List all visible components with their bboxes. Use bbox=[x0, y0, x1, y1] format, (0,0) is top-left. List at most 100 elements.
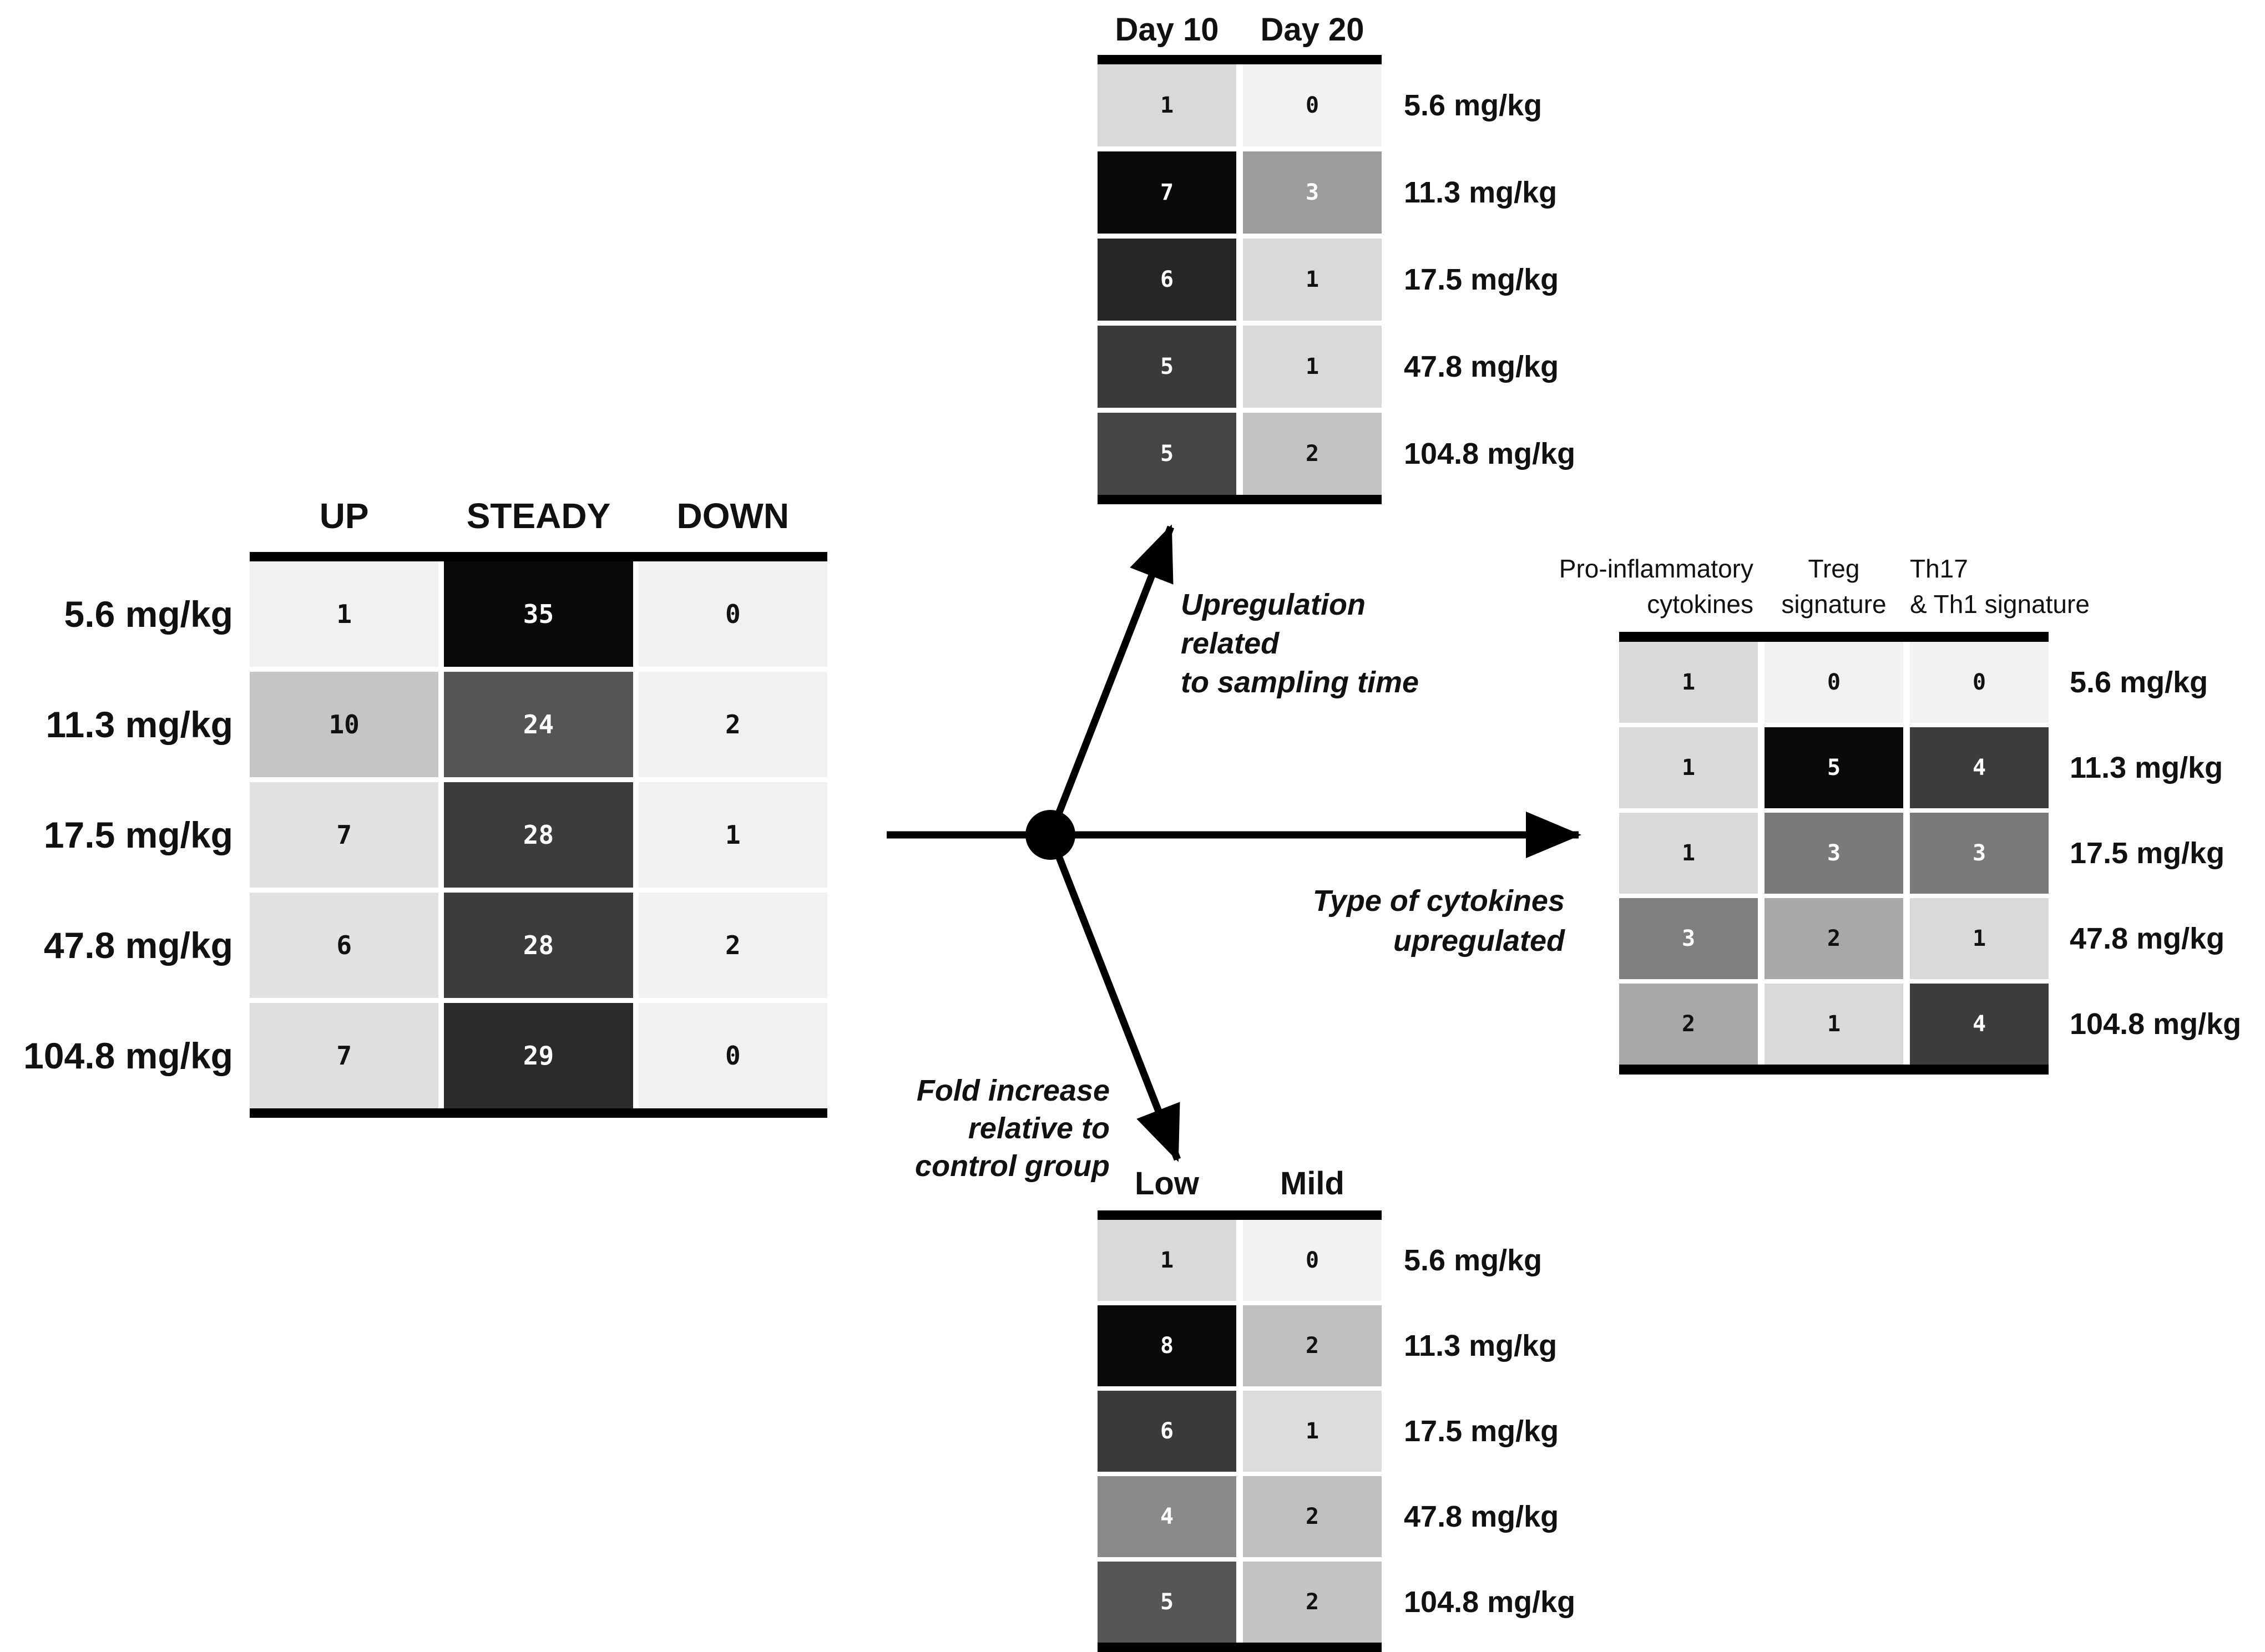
heatmap-cell-expression-regulation-r0c2: 0 bbox=[638, 561, 827, 667]
dose-label: 11.3 mg/kg bbox=[1404, 1329, 1558, 1362]
dose-label: 5.6 mg/kg bbox=[1404, 89, 1543, 122]
up-arrow bbox=[1046, 524, 1175, 837]
dose-label: 104.8 mg/kg bbox=[1404, 1585, 1576, 1619]
heatmap-cell-type-of-cytokines-upregulated-r2c1: 3 bbox=[1765, 813, 1903, 894]
dose-label: 5.6 mg/kg bbox=[64, 594, 233, 635]
dose-label: 17.5 mg/kg bbox=[2070, 837, 2225, 870]
heatmap-cell-upregulation-by-sampling-time-r2c1: 1 bbox=[1243, 239, 1382, 321]
heatmap-cell-expression-regulation-r3c2: 2 bbox=[638, 893, 827, 998]
column-header: Day 10 bbox=[1115, 12, 1219, 48]
heatmap-cell-type-of-cytokines-upregulated-r3c2: 1 bbox=[1910, 898, 2049, 979]
heatmap-cell-fold-increase-vs-control-r1c1: 2 bbox=[1243, 1305, 1382, 1386]
dose-label: 104.8 mg/kg bbox=[1404, 437, 1576, 470]
upregulation-annotation: Upregulation related to sampling time bbox=[1181, 588, 1419, 699]
left-table-column-headers: UP STEADY DOWN bbox=[250, 495, 827, 536]
heatmap-cell-expression-regulation-r4c0: 7 bbox=[250, 1003, 439, 1108]
heatmap-cell-expression-regulation-r0c0: 1 bbox=[250, 561, 439, 667]
heatmap-cell-upregulation-by-sampling-time-r1c1: 3 bbox=[1243, 151, 1382, 234]
heatmap-cell-expression-regulation-r0c1: 35 bbox=[444, 561, 633, 667]
heatmap-cell-expression-regulation-r3c1: 28 bbox=[444, 893, 633, 998]
right-table-header-th17-th1: Th17 & Th1 signature bbox=[1910, 554, 2090, 619]
table-rule-top bbox=[1098, 55, 1382, 64]
heatmap-cell-fold-increase-vs-control-r0c0: 1 bbox=[1098, 1220, 1236, 1301]
dose-label: 11.3 mg/kg bbox=[45, 704, 233, 745]
hub-dot bbox=[1025, 810, 1075, 860]
heatmap-cell-upregulation-by-sampling-time-r1c0: 7 bbox=[1098, 151, 1236, 234]
heatmap-cell-expression-regulation-r2c0: 7 bbox=[250, 782, 439, 888]
dose-label: 104.8 mg/kg bbox=[2070, 1007, 2242, 1041]
column-header: Mild bbox=[1280, 1165, 1344, 1202]
column-header: Low bbox=[1135, 1165, 1199, 1202]
heatmap-cell-type-of-cytokines-upregulated-r3c1: 2 bbox=[1765, 898, 1903, 979]
dose-label: 17.5 mg/kg bbox=[1404, 1415, 1559, 1448]
top-table-dose-labels: 5.6 mg/kg 11.3 mg/kg 17.5 mg/kg 47.8 mg/kg 1… bbox=[1404, 64, 1715, 495]
table-rule-bottom bbox=[1098, 495, 1382, 504]
heatmap-cell-type-of-cytokines-upregulated-r2c2: 3 bbox=[1910, 813, 2049, 894]
dose-label: 47.8 mg/kg bbox=[43, 925, 233, 966]
heatmap-cell-type-of-cytokines-upregulated-r1c1: 5 bbox=[1765, 727, 1903, 808]
left-table-dose-labels: 5.6 mg/kg 11.3 mg/kg 17.5 mg/kg 47.8 mg/kg 1… bbox=[6, 561, 233, 1108]
heatmap-cell-upregulation-by-sampling-time-r4c1: 2 bbox=[1243, 413, 1382, 495]
table-rule-top bbox=[250, 552, 827, 561]
dose-label: 17.5 mg/kg bbox=[43, 814, 233, 855]
heatmap-cell-fold-increase-vs-control-r1c0: 8 bbox=[1098, 1305, 1236, 1386]
heatmap-cell-fold-increase-vs-control-r3c0: 4 bbox=[1098, 1476, 1236, 1557]
cytokine-type-annotation: Type of cytokines upregulated bbox=[1312, 884, 1565, 957]
right-table-header-proinflammatory: Pro-inflammatory cytokines bbox=[1559, 554, 1753, 619]
heatmap-cell-fold-increase-vs-control-r2c0: 6 bbox=[1098, 1391, 1236, 1472]
table-rule-bottom bbox=[1098, 1643, 1382, 1652]
heatmap-cell-expression-regulation-r2c1: 28 bbox=[444, 782, 633, 888]
column-header: UP bbox=[319, 496, 369, 536]
heatmap-cell-type-of-cytokines-upregulated-r1c0: 1 bbox=[1619, 727, 1758, 808]
column-header: DOWN bbox=[676, 496, 790, 536]
table-rule-bottom bbox=[1619, 1065, 2049, 1075]
heatmap-cell-type-of-cytokines-upregulated-r2c0: 1 bbox=[1619, 813, 1758, 894]
dose-label: 17.5 mg/kg bbox=[1404, 263, 1559, 296]
top-table-column-headers: Day 10 Day 20 bbox=[1098, 11, 1382, 48]
heatmap-cell-fold-increase-vs-control-r2c1: 1 bbox=[1243, 1391, 1382, 1472]
heatmap-cell-type-of-cytokines-upregulated-r4c2: 4 bbox=[1910, 984, 2049, 1065]
heatmap-cell-fold-increase-vs-control-r0c1: 0 bbox=[1243, 1220, 1382, 1301]
heatmap-cell-expression-regulation-r4c1: 29 bbox=[444, 1003, 633, 1108]
dose-label: 104.8 mg/kg bbox=[23, 1035, 233, 1076]
right-table-dose-labels: 5.6 mg/kg 11.3 mg/kg 17.5 mg/kg 47.8 mg/kg 1… bbox=[2070, 642, 2265, 1065]
heatmap-cell-fold-increase-vs-control-r3c1: 2 bbox=[1243, 1476, 1382, 1557]
heatmap-cell-type-of-cytokines-upregulated-r0c2: 0 bbox=[1910, 642, 2049, 723]
heatmap-cell-type-of-cytokines-upregulated-r0c0: 1 bbox=[1619, 642, 1758, 723]
column-header: STEADY bbox=[466, 496, 611, 536]
column-header: Day 20 bbox=[1260, 12, 1364, 48]
down-arrow bbox=[1046, 833, 1181, 1162]
table-rule-top bbox=[1098, 1210, 1382, 1220]
right-table-header-treg: Treg signature bbox=[1781, 554, 1887, 619]
dose-label: 47.8 mg/kg bbox=[2070, 922, 2225, 955]
heatmap-cell-upregulation-by-sampling-time-r0c1: 0 bbox=[1243, 64, 1382, 146]
heatmap-cell-fold-increase-vs-control-r4c0: 5 bbox=[1098, 1562, 1236, 1643]
table-rule-top bbox=[1619, 632, 2049, 642]
heatmap-cell-upregulation-by-sampling-time-r4c0: 5 bbox=[1098, 413, 1236, 495]
dose-label: 11.3 mg/kg bbox=[1404, 176, 1558, 209]
heatmap-cell-type-of-cytokines-upregulated-r4c1: 1 bbox=[1765, 984, 1903, 1065]
heatmap-cell-expression-regulation-r4c2: 0 bbox=[638, 1003, 827, 1108]
dose-label: 47.8 mg/kg bbox=[1404, 1500, 1559, 1533]
fold-increase-annotation: Fold increase relative to control group bbox=[915, 1074, 1110, 1183]
heatmap-cell-expression-regulation-r3c0: 6 bbox=[250, 893, 439, 998]
dose-label: 5.6 mg/kg bbox=[2070, 666, 2208, 699]
heatmap-cell-upregulation-by-sampling-time-r3c0: 5 bbox=[1098, 326, 1236, 408]
heatmap-cell-expression-regulation-r1c0: 10 bbox=[250, 672, 439, 777]
dose-label: 11.3 mg/kg bbox=[2070, 751, 2223, 784]
heatmap-cell-upregulation-by-sampling-time-r3c1: 1 bbox=[1243, 326, 1382, 408]
dose-label: 47.8 mg/kg bbox=[1404, 350, 1559, 383]
heatmap-cell-expression-regulation-r2c2: 1 bbox=[638, 782, 827, 888]
heatmap-cell-type-of-cytokines-upregulated-r1c2: 4 bbox=[1910, 727, 2049, 808]
heatmap-cell-type-of-cytokines-upregulated-r0c1: 0 bbox=[1765, 642, 1903, 723]
